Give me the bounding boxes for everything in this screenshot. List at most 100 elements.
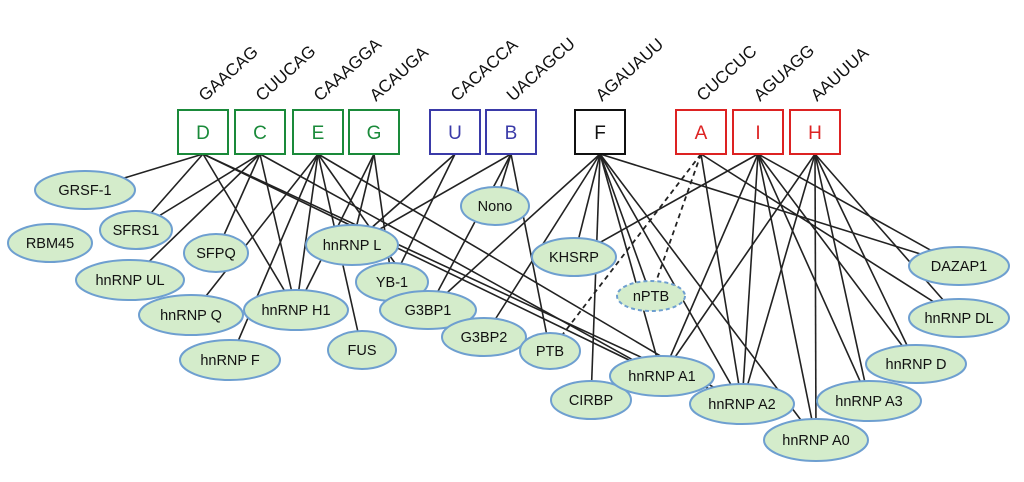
motif-label-b: B — [505, 123, 518, 144]
protein-label-hnrnp-f: hnRNP F — [200, 353, 260, 369]
edge-c-hnrnp-h1 — [259, 153, 297, 311]
protein-node-hnrnp-h1 — [243, 289, 349, 331]
motif-box-g — [348, 109, 400, 155]
edge-a-nptb — [650, 153, 702, 297]
motif-box-e — [292, 109, 344, 155]
edge-f-nptb — [599, 153, 652, 297]
protein-node-khsrp — [531, 237, 617, 277]
motif-box-d — [177, 109, 229, 155]
edge-u-yb-1 — [391, 153, 456, 283]
motif-sequence-d: GAACAG — [195, 42, 262, 105]
motif-box-h — [789, 109, 841, 155]
edge-h-hnrnp-dl — [814, 153, 960, 319]
edge-i-khsrp — [573, 153, 759, 258]
protein-node-ptb — [519, 332, 581, 370]
edge-f-cirbp — [590, 153, 601, 401]
protein-node-dazap1 — [908, 246, 1010, 286]
edge-b-ptb — [510, 153, 551, 352]
protein-hnrnp-q: hnRNP Q — [138, 294, 244, 336]
protein-label-sfrs1: SFRS1 — [113, 223, 160, 239]
protein-label-hnrnp-q: hnRNP Q — [160, 308, 222, 324]
protein-ptb: PTB — [519, 332, 581, 370]
motif-box-f — [574, 109, 626, 155]
protein-label-dazap1: DAZAP1 — [931, 259, 987, 275]
edge-h-hnrnp-d — [814, 153, 917, 365]
protein-node-nono — [460, 186, 530, 226]
protein-cirbp: CIRBP — [550, 380, 632, 420]
protein-node-hnrnp-ul — [75, 259, 185, 301]
edge-i-hnrnp-d — [757, 153, 917, 365]
protein-label-hnrnp-a2: hnRNP A2 — [708, 397, 775, 413]
protein-khsrp: KHSRP — [531, 237, 617, 277]
motif-label-a: A — [695, 123, 708, 144]
motif-sequence-c: CUUCAG — [252, 42, 319, 105]
protein-node-hnrnp-a2 — [689, 383, 795, 425]
motif-box-a — [675, 109, 727, 155]
edge-i-hnrnp-a0 — [757, 153, 817, 441]
protein-label-hnrnp-d: hnRNP D — [886, 357, 947, 373]
motif-box-b — [485, 109, 537, 155]
motif-label-i: I — [755, 123, 760, 144]
edge-h-hnrnp-a3 — [814, 153, 870, 402]
protein-hnrnp-f: hnRNP F — [179, 339, 281, 381]
edge-e-hnrnp-h1 — [295, 153, 319, 311]
edge-d-hnrnp-a1 — [202, 153, 663, 377]
protein-fus: FUS — [327, 330, 397, 370]
protein-g3bp2: G3BP2 — [441, 317, 527, 357]
protein-hnrnp-l: hnRNP L — [305, 224, 399, 266]
motif-label-g: G — [367, 123, 382, 144]
protein-node-hnrnp-a0 — [763, 418, 869, 462]
motif-label-e: E — [312, 123, 325, 144]
motif-label-h: H — [808, 123, 822, 144]
protein-node-hnrnp-l — [305, 224, 399, 266]
motif-sequence-a: CUCCUC — [693, 42, 760, 105]
protein-hnrnp-a3: hnRNP A3 — [816, 380, 922, 422]
motif-sequence-f: AGAUAUU — [592, 35, 667, 105]
protein-node-g3bp1 — [379, 290, 477, 330]
protein-label-yb-1: YB-1 — [376, 275, 408, 291]
protein-node-fus — [327, 330, 397, 370]
protein-node-rbm45 — [7, 223, 93, 263]
motif-label-u: U — [448, 123, 462, 144]
motif-label-c: C — [253, 123, 267, 144]
motif-box-i — [732, 109, 784, 155]
edge-b-g3bp1 — [427, 153, 512, 311]
edge-f-hnrnp-a2 — [599, 153, 743, 405]
edge-c-hnrnp-ul — [129, 153, 261, 281]
protein-node-hnrnp-a3 — [816, 380, 922, 422]
protein-label-hnrnp-a3: hnRNP A3 — [835, 394, 902, 410]
protein-label-grsf-1: GRSF-1 — [58, 183, 111, 199]
motif-box-u — [429, 109, 481, 155]
protein-label-hnrnp-a0: hnRNP A0 — [782, 433, 849, 449]
protein-node-hnrnp-q — [138, 294, 244, 336]
protein-label-nptb: nPTB — [633, 289, 669, 305]
edge-i-dazap1 — [757, 153, 960, 267]
edge-a-hnrnp-a2 — [700, 153, 743, 405]
protein-label-ptb: PTB — [536, 344, 564, 360]
protein-hnrnp-ul: hnRNP UL — [75, 259, 185, 301]
edge-f-g3bp1 — [427, 153, 601, 311]
protein-hnrnp-h1: hnRNP H1 — [243, 289, 349, 331]
protein-sfpq: SFPQ — [183, 233, 249, 273]
protein-node-nptb — [616, 280, 686, 312]
protein-hnrnp-a2: hnRNP A2 — [689, 383, 795, 425]
protein-label-g3bp1: G3BP1 — [405, 303, 452, 319]
motif-sequence-i: AGUAGG — [750, 41, 818, 105]
protein-label-nono: Nono — [478, 199, 513, 215]
protein-node-hnrnp-f — [179, 339, 281, 381]
protein-label-rbm45: RBM45 — [26, 236, 74, 252]
edge-i-hnrnp-a3 — [757, 153, 870, 402]
protein-label-fus: FUS — [348, 343, 377, 359]
protein-node-hnrnp-a1 — [609, 355, 715, 397]
protein-label-hnrnp-dl: hnRNP DL — [924, 311, 993, 327]
edge-f-hnrnp-a1 — [599, 153, 663, 377]
protein-hnrnp-a1: hnRNP A1 — [609, 355, 715, 397]
edge-e-hnrnp-q — [190, 153, 319, 316]
motif-box-c — [234, 109, 286, 155]
edge-f-dazap1 — [599, 153, 960, 267]
edge-h-hnrnp-a2 — [741, 153, 816, 405]
protein-label-hnrnp-h1: hnRNP H1 — [261, 303, 330, 319]
edge-a-hnrnp-dl — [700, 153, 960, 319]
edge-i-hnrnp-a1 — [661, 153, 759, 377]
